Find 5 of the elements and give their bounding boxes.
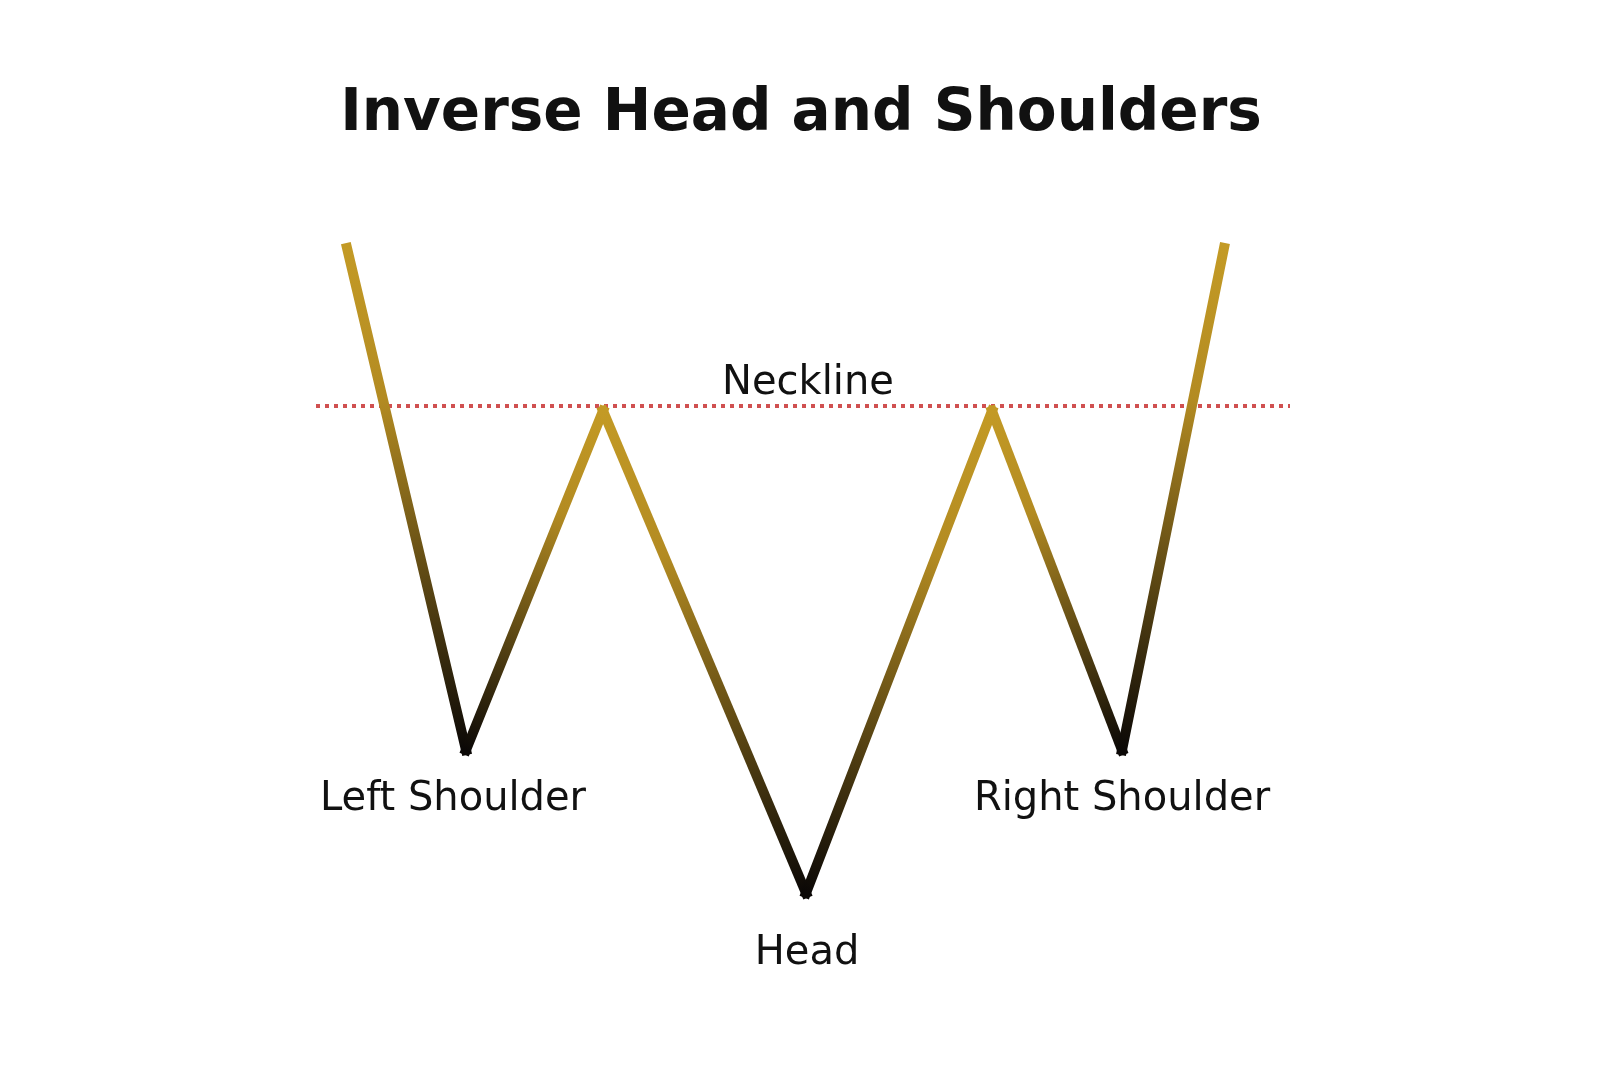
pattern-label: Head [754, 927, 860, 973]
chart-title: Inverse Head and Shoulders [340, 76, 1262, 144]
pattern-label: Left Shoulder [319, 773, 587, 819]
neckline-label: Neckline [722, 357, 894, 403]
pattern-label: Right Shoulder [973, 773, 1271, 819]
